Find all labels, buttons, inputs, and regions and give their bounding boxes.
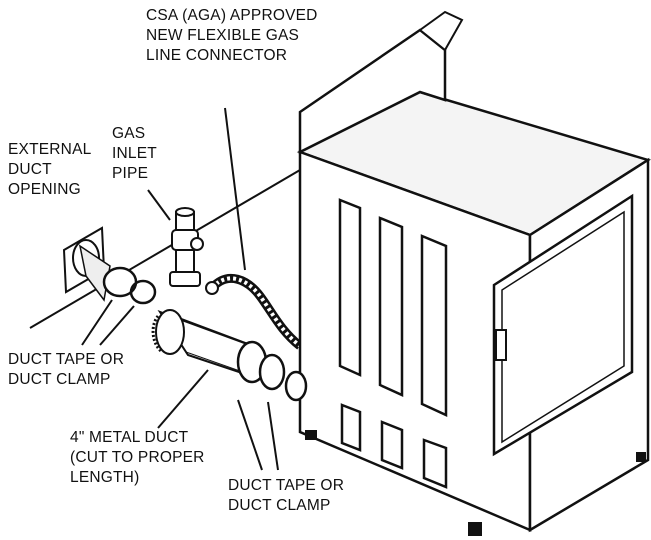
label-duct-tape-right: DUCT TAPE OR DUCT CLAMP [228, 477, 345, 514]
label-metal-duct: 4" METAL DUCT (CUT TO PROPER LENGTH) [70, 429, 205, 486]
label-gas-connector: CSA (AGA) APPROVED NEW FLEXIBLE GAS LINE… [146, 7, 318, 64]
label-duct-tape-left: DUCT TAPE OR DUCT CLAMP [8, 351, 125, 388]
label-external-duct-opening: EXTERNAL DUCT OPENING [8, 141, 92, 198]
gas-inlet-pipe [169, 207, 204, 287]
duct-clamp-wall [102, 266, 157, 305]
leader-duct-tape-left-a [81, 299, 113, 346]
external-duct-opening [62, 226, 111, 302]
wall-floor-line [29, 169, 301, 329]
leader-duct-tape-right-a [237, 399, 263, 471]
leader-gas-inlet [147, 189, 171, 221]
dryer-cabinet [284, 10, 651, 536]
leader-gas-connector [224, 107, 246, 271]
leader-duct-tape-left-b [99, 305, 135, 346]
leader-metal-duct [157, 369, 209, 429]
metal-duct [151, 309, 286, 391]
label-gas-inlet-pipe: GAS INLET PIPE [112, 125, 157, 182]
flexible-gas-connector [205, 274, 303, 350]
leader-duct-tape-right-b [267, 401, 279, 471]
leader-lines [81, 107, 279, 471]
